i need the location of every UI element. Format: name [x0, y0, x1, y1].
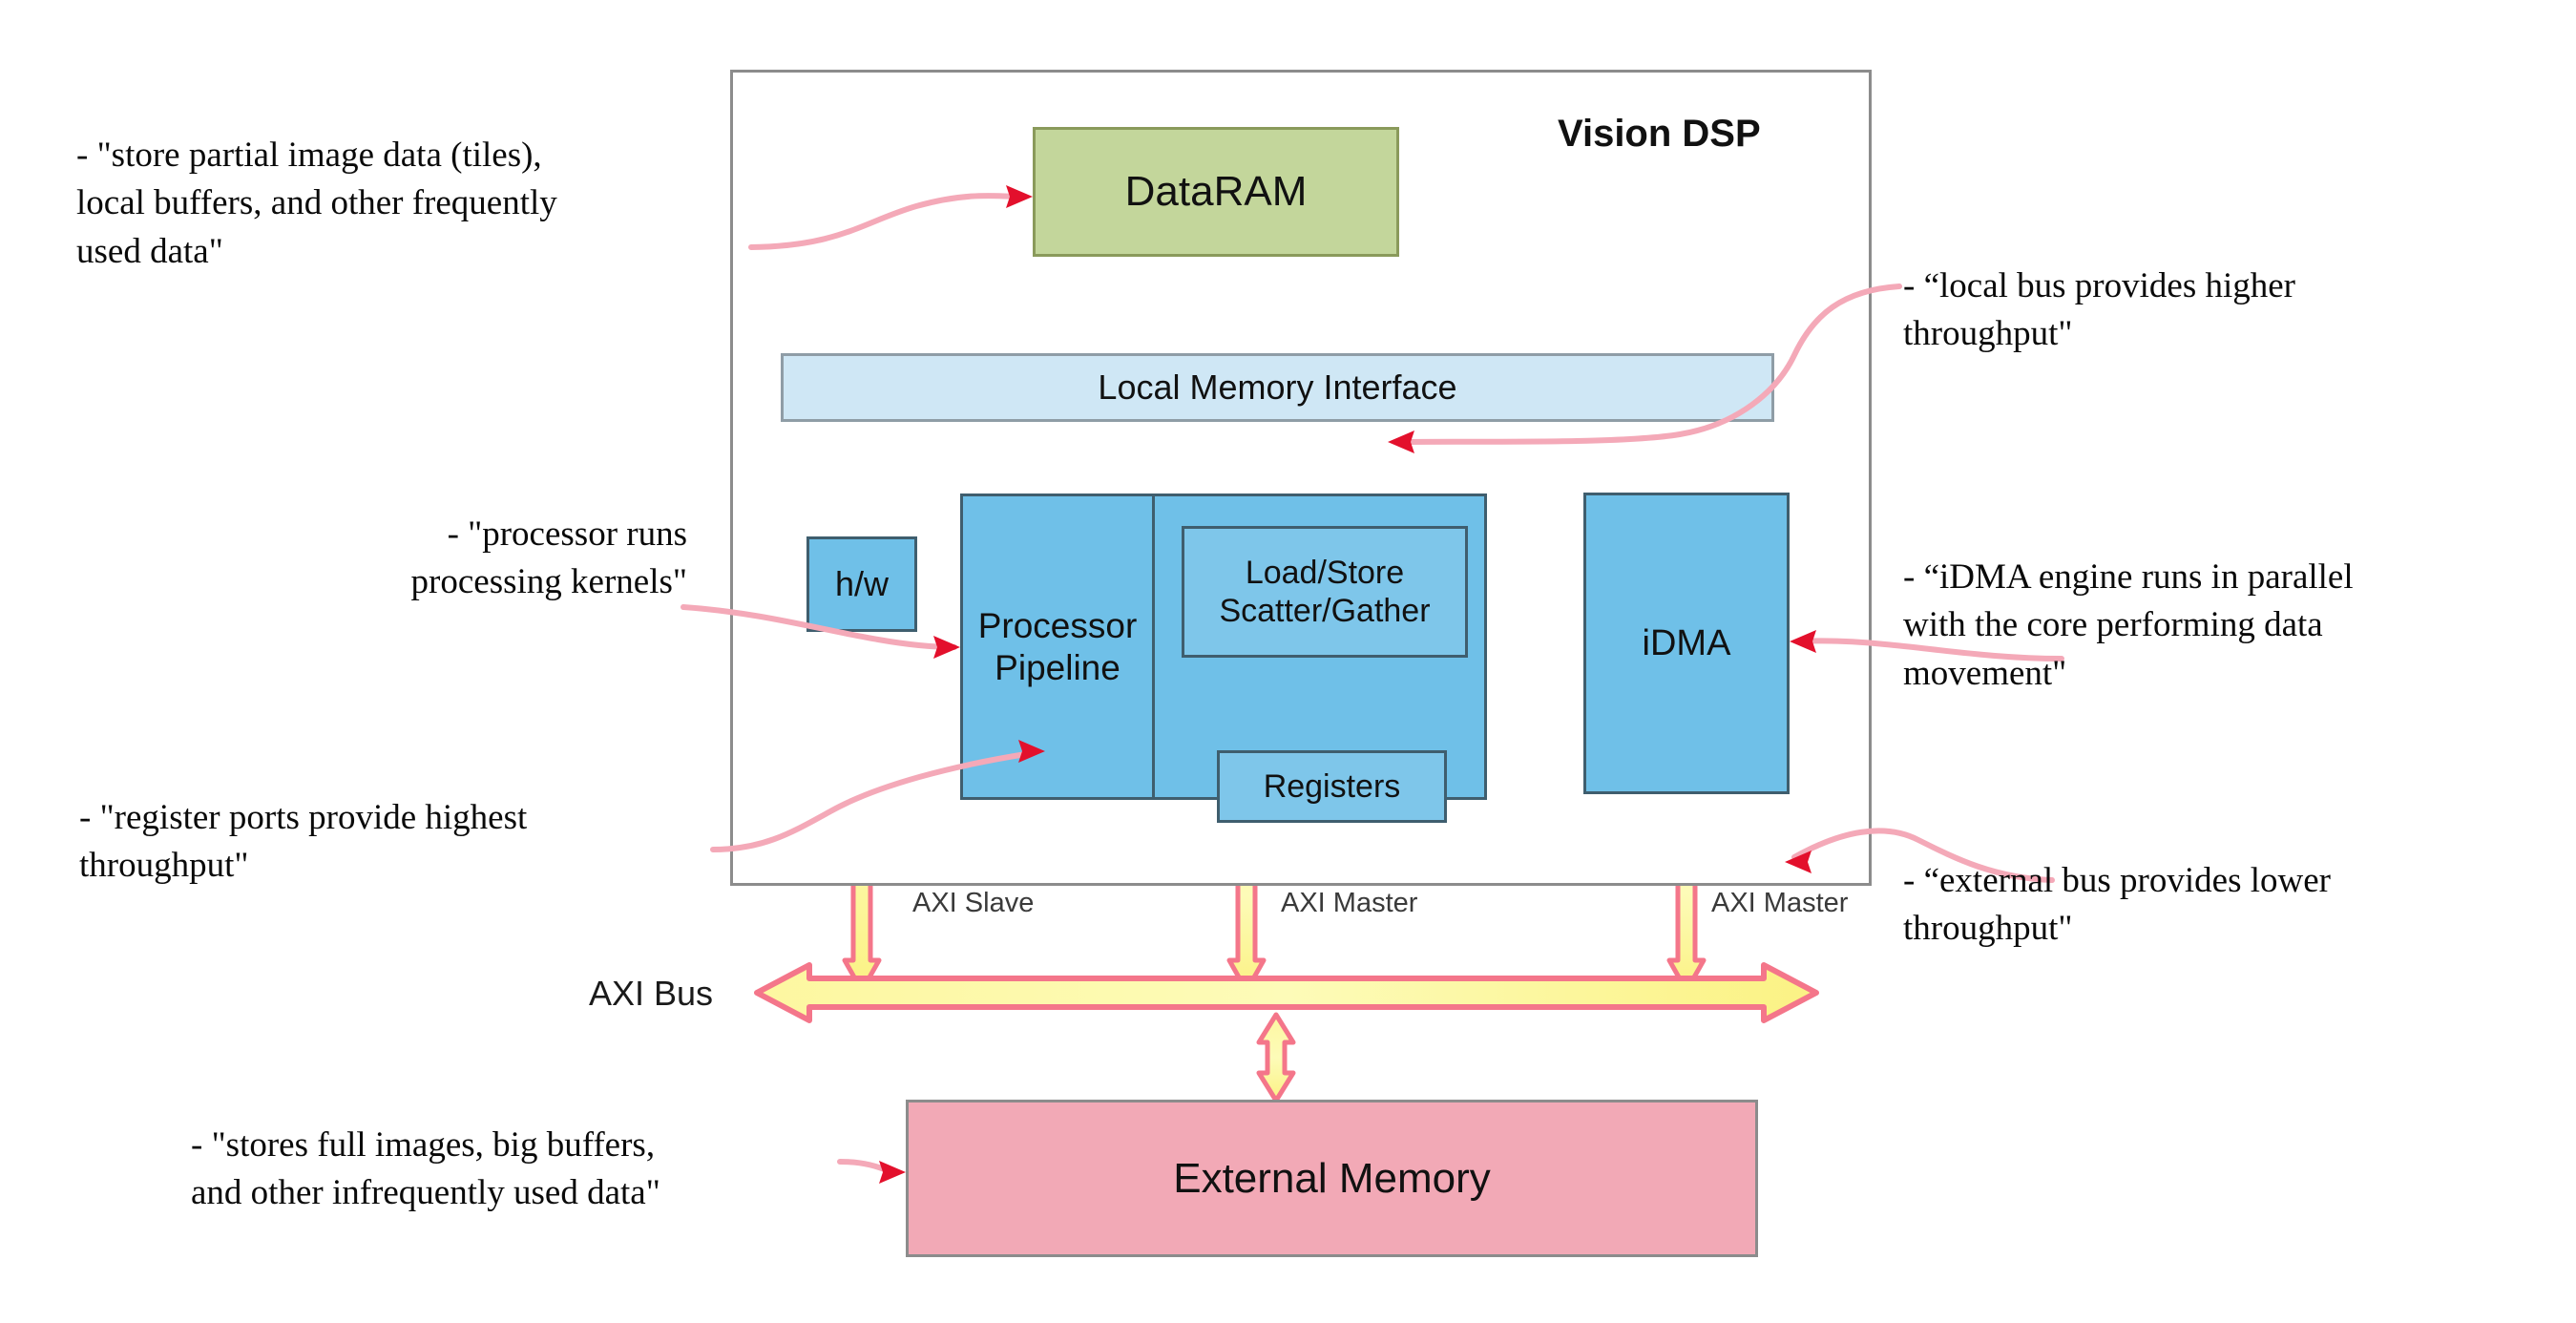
annotation-processor: - "processor runs processing kernels" [410, 514, 687, 602]
axi-bus-arrow [754, 962, 1819, 1023]
port-label-axi-master-core: AXI Master [1281, 888, 1418, 918]
block-load-store-scatter-gather: Load/Store Scatter/Gather [1182, 526, 1468, 658]
annotation-local-bus: - “local bus provides higher throughput" [1903, 266, 2295, 354]
block-local-memory-interface: Local Memory Interface [781, 353, 1774, 422]
port-label-axi-master-idma: AXI Master [1711, 888, 1849, 918]
annotation-external-bus: - “external bus provides lower throughpu… [1903, 861, 2331, 949]
block-idma: iDMA [1583, 493, 1790, 794]
page-title: Vision DSP [1558, 113, 1761, 155]
annotation-idma: - “iDMA engine runs in parallel with the… [1903, 557, 2354, 693]
block-external-memory: External Memory [906, 1100, 1758, 1257]
annotation-dataram: - "store partial image data (tiles), loc… [76, 136, 557, 271]
annotation-register-ports: - "register ports provide highest throug… [79, 798, 528, 886]
block-processor-pipeline: Processor Pipeline [960, 494, 1155, 800]
arrow-axibus-extmem [1256, 1012, 1296, 1103]
block-hw: h/w [806, 536, 917, 632]
axi-bus-label: AXI Bus [589, 974, 714, 1013]
port-label-axi-slave: AXI Slave [912, 888, 1035, 918]
block-dataram: DataRAM [1033, 127, 1399, 257]
block-registers: Registers [1217, 750, 1447, 823]
annotation-external-memory: - "stores full images, big buffers, and … [191, 1125, 660, 1213]
